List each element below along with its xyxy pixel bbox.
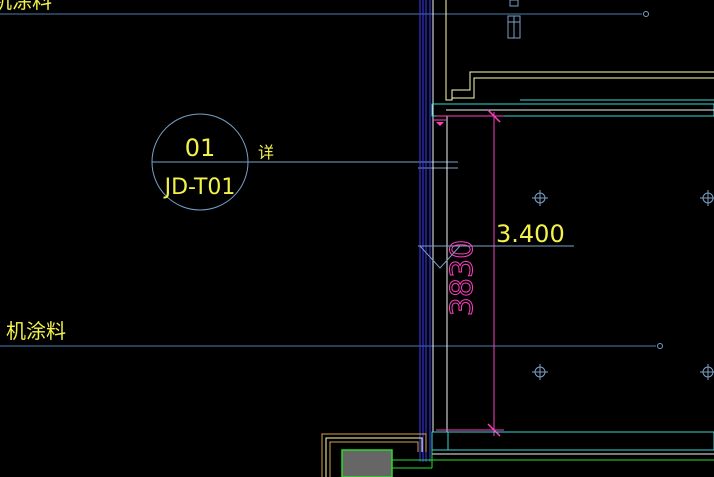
mid-leader-endpoint — [657, 343, 663, 349]
detail-bubble-sheet: JD-T01 — [163, 175, 236, 200]
crosshair-target-icon[interactable] — [532, 190, 548, 206]
wall-lines — [419, 0, 448, 462]
dimension-3830[interactable]: 3830 — [436, 109, 504, 437]
elevation-marker-icon[interactable]: 3.400 — [418, 220, 574, 269]
component-block-icon[interactable] — [507, 0, 521, 39]
slab-outline — [431, 0, 714, 126]
detail-label: 详 — [258, 143, 274, 162]
elevation-text: 3.400 — [496, 220, 565, 248]
floor-outline — [321, 431, 714, 477]
detail-bubble-number: 01 — [185, 134, 216, 162]
top-leader-endpoint — [643, 11, 649, 17]
top-annotation-fragment: 机涂料 — [0, 0, 52, 13]
crosshair-target-icon[interactable] — [532, 364, 548, 380]
crosshair-target-icon[interactable] — [700, 364, 714, 380]
detail-bubble[interactable]: 01 JD-T01 — [151, 113, 249, 211]
mid-annotation-fragment: 机涂料 — [6, 319, 66, 343]
crosshair-target-icon[interactable] — [700, 190, 714, 206]
dimension-text: 3830 — [445, 240, 480, 316]
